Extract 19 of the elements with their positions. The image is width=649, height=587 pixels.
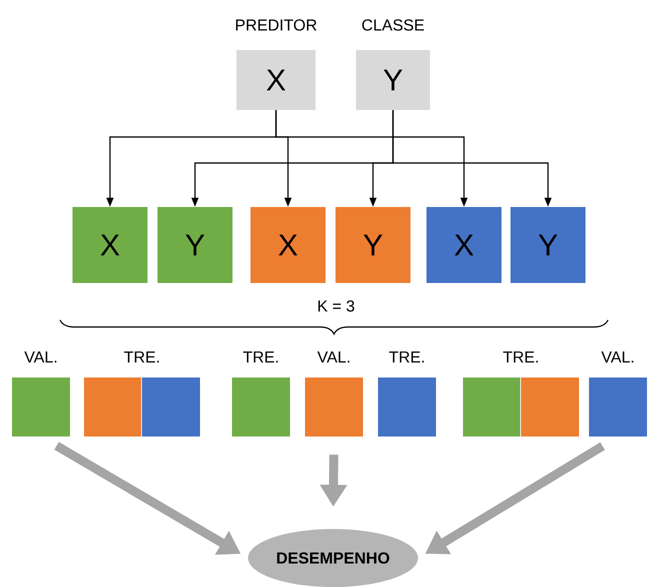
heading: PREDITOR [236, 19, 316, 31]
brace-label: K = 3 [318, 300, 354, 312]
variable-box: Y [356, 50, 430, 110]
heading: VAL. [24, 352, 56, 362]
fold-box: Y [158, 207, 232, 283]
fold-box: Y [336, 207, 410, 283]
fold-box: X [426, 207, 502, 283]
variable-box: X [236, 50, 316, 110]
heading: VAL. [601, 352, 634, 362]
heading: TRE. [389, 352, 424, 362]
fold-box: X [72, 207, 148, 283]
heading: VAL. [317, 352, 350, 362]
fold-box: Y [510, 207, 586, 283]
heading: TRE. [243, 352, 278, 362]
heading: TRE. [124, 352, 159, 362]
fold-box: X [250, 207, 326, 283]
heading: CLASSE [362, 19, 424, 31]
ellipse-node: DESEMPENHO [248, 529, 418, 587]
heading: TRE. [503, 352, 538, 362]
